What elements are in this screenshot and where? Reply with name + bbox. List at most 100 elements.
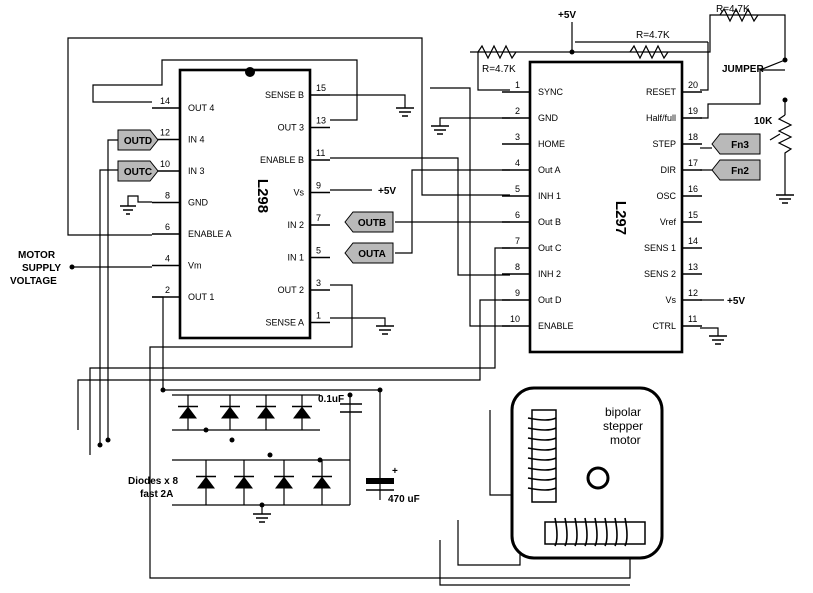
l298-body: [178, 68, 312, 340]
outa-label: OUTA: [358, 249, 386, 260]
pin-number: 4: [165, 254, 170, 264]
pin-number: 5: [316, 246, 321, 256]
l297-right-pins: 20RESET19Half/full18STEP17DIR16OSC15Vref…: [644, 80, 702, 331]
rotor-icon: [586, 466, 610, 490]
cap-small-label: 0.1uF: [318, 394, 344, 405]
pin-label: Vs: [665, 295, 676, 305]
jumper-switch: [759, 57, 788, 103]
pin-number: 9: [316, 181, 321, 191]
pin-number: 3: [515, 132, 520, 142]
pin-number: 11: [316, 148, 325, 158]
pin-label: IN 1: [287, 253, 304, 263]
capacitor-large-icon: [366, 478, 394, 484]
pin-label: SENS 1: [644, 243, 676, 253]
coil-a-core: [531, 409, 557, 503]
pin-number: 8: [515, 262, 520, 272]
pin-label: SENS 2: [644, 269, 676, 279]
outb-label: OUTB: [358, 218, 386, 229]
pin-label: ENABLE A: [188, 229, 232, 239]
ground-icon: [709, 335, 727, 345]
motor-label-line3: motor: [610, 433, 641, 447]
pin-number: 2: [165, 285, 170, 295]
pin-number: 15: [316, 83, 326, 93]
pin-label: Vm: [188, 261, 202, 271]
ground-icon: [431, 125, 449, 135]
resistors: [477, 7, 793, 170]
annotations: +5V +5V +5V R=4.7K R=4.7K R=4.7K JUMPER …: [10, 4, 773, 505]
pin-number: 12: [160, 128, 170, 138]
pin-label: OUT 3: [278, 123, 304, 133]
pin-label: OUT 2: [278, 285, 304, 295]
pin-number: 1: [316, 311, 321, 321]
resistor-3-label: R=4.7K: [716, 4, 750, 15]
pin-label: Vs: [293, 188, 304, 198]
motor-supply-label-line2: SUPPLY: [22, 263, 61, 274]
pin-label: GND: [188, 198, 209, 208]
fn2-label: Fn2: [731, 166, 749, 177]
l298-pin-4: 4Vm: [152, 254, 202, 271]
outa-tag: [344, 242, 394, 264]
resistor-2-label: R=4.7K: [636, 30, 670, 41]
l298-pin-9: 9Vs: [293, 181, 330, 198]
pin-label: Out A: [538, 165, 561, 175]
pin-number: 7: [316, 213, 321, 223]
pin-label: OUT 1: [188, 292, 214, 302]
pot-label: 10K: [754, 116, 773, 127]
outd-tag: [117, 129, 159, 151]
pin-number: 13: [316, 116, 326, 126]
pin-number: 18: [688, 132, 698, 142]
ground-icon: [396, 107, 414, 117]
motor-supply-label-line1: MOTOR: [18, 250, 56, 261]
pin-number: 5: [515, 184, 520, 194]
coil-b-core: [544, 521, 646, 545]
motor-label-line1: bipolar: [605, 405, 641, 419]
motor-label-line2: stepper: [603, 419, 643, 433]
pin-number: 6: [165, 222, 170, 232]
pin-label: Out C: [538, 243, 562, 253]
fn2-tag: [711, 159, 761, 181]
fn3-label: Fn3: [731, 140, 749, 151]
resistor-1-label: R=4.7K: [482, 64, 516, 75]
pin-number: 20: [688, 80, 698, 90]
ground-icon: [776, 194, 794, 204]
stepper-motor: [510, 386, 664, 560]
outc-label: OUTC: [124, 167, 152, 178]
resistor-icon: [719, 7, 759, 23]
pin-label: IN 2: [287, 220, 304, 230]
diode-icon: [274, 460, 294, 505]
pin-number: 13: [688, 262, 698, 272]
l298-pin-7: 7 IN 2: [287, 213, 330, 230]
pin-label: INH 1: [538, 191, 561, 201]
coil-b-icon: [554, 517, 628, 547]
junction-dots: [97, 49, 575, 508]
diode-array: [178, 395, 332, 505]
pin-number: 4: [515, 158, 520, 168]
pin-label: Half/full: [646, 113, 676, 123]
pin-number: 2: [515, 106, 520, 116]
diodes-label-line2: fast 2A: [140, 489, 173, 500]
pin-label: OSC: [656, 191, 676, 201]
cap-plus-label: +: [392, 466, 398, 477]
resistor-icon: [477, 44, 517, 60]
signal-tags: OUTD OUTC OUTB OUTA Fn3 Fn2: [117, 129, 761, 264]
cap-large-label: 470 uF: [388, 494, 420, 505]
l298-pin-5: 5 IN 1: [287, 246, 330, 263]
pin-number: 1: [515, 80, 520, 90]
outc-tag: [117, 160, 159, 182]
pin-number: 8: [165, 191, 170, 201]
pin-label: STEP: [652, 139, 676, 149]
capacitor-small-icon: [340, 403, 362, 413]
